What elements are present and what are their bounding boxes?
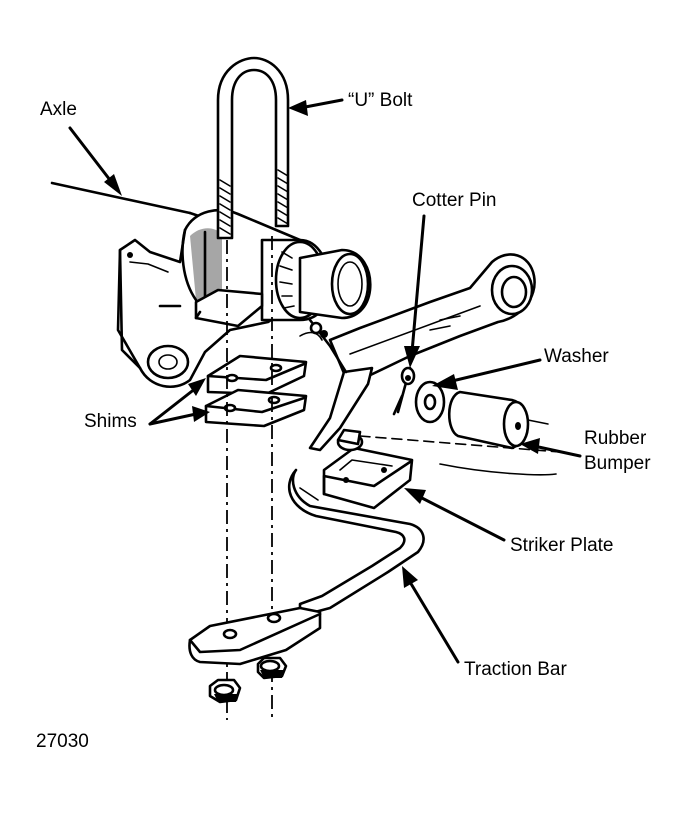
nuts — [208, 656, 288, 704]
axle-leader — [68, 126, 112, 182]
rubber-bumper-label-line2: Bumper — [584, 453, 651, 474]
spring-seat — [194, 288, 264, 328]
leader-arrows — [68, 98, 582, 664]
traction-bar-label: Traction Bar — [464, 659, 567, 680]
shims — [204, 354, 308, 428]
u-bolt — [216, 56, 290, 240]
axle-label: Axle — [40, 99, 77, 120]
bumper-axis-line — [359, 435, 561, 453]
u-bolt-label: “U” Bolt — [348, 90, 413, 111]
striker-plate — [322, 428, 414, 510]
rubber-bumper — [447, 390, 549, 450]
cotter-pin-label: Cotter Pin — [412, 190, 497, 211]
axle-tube-end — [260, 238, 372, 322]
rubber-bumper-label-line1: Rubber — [584, 428, 647, 449]
washer — [414, 380, 446, 424]
striker-plate-label: Striker Plate — [510, 535, 614, 556]
figure-number: 27030 — [36, 731, 89, 752]
cotter-pin — [392, 366, 416, 416]
link-bracket — [299, 318, 374, 452]
shims-label: Shims — [84, 411, 137, 432]
traction-bar-pad — [188, 606, 322, 666]
bumper-mount-line — [439, 463, 557, 476]
washer-label: Washer — [544, 346, 609, 367]
traction-bar-lower — [287, 468, 425, 618]
